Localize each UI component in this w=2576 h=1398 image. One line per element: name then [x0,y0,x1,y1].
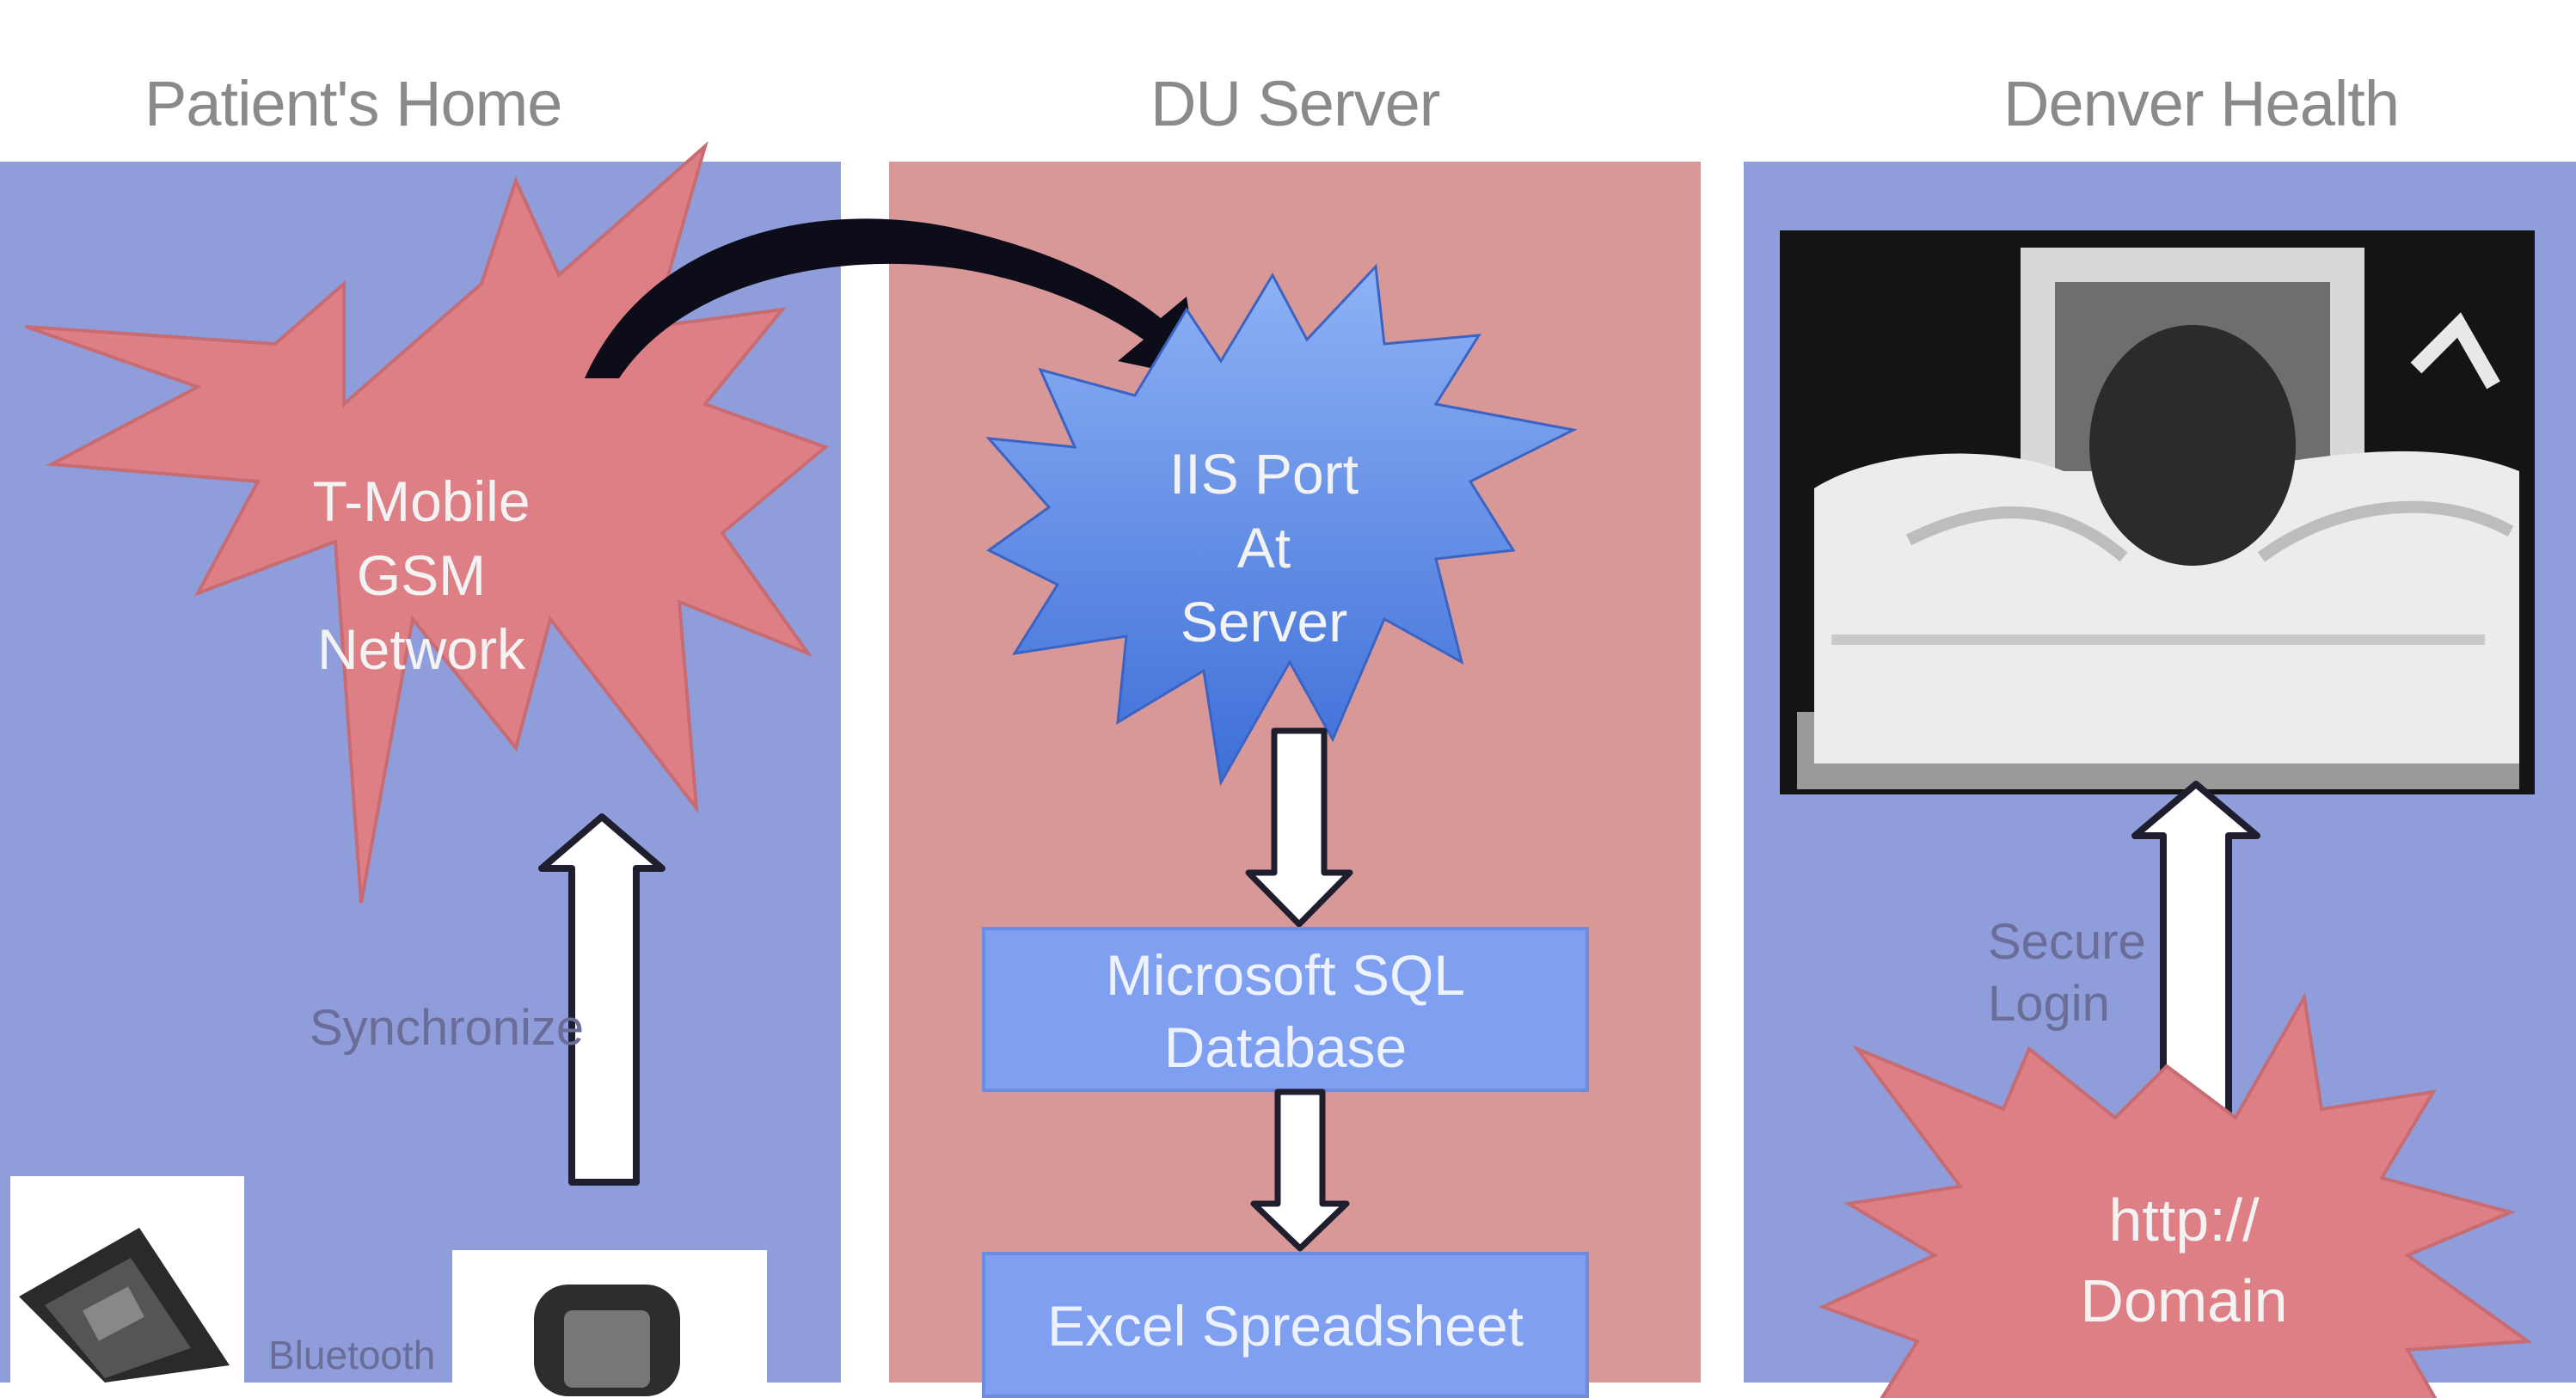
network-label-line3: Network [316,617,526,681]
iis-label-line3: Server [1180,590,1348,653]
secure-login-line2: Login [1988,976,2110,1032]
domain-label-line2: Domain [2080,1267,2288,1334]
excel-label-line1: Excel Spreadsheet [1046,1294,1524,1358]
iis-label-line1: IIS Port [1168,442,1359,506]
phone-device-image [452,1250,767,1396]
network-label-line2: GSM [356,543,487,607]
scale-device-image [10,1176,244,1383]
column-title-patients-home: Patient's Home [144,68,562,139]
network-label-line1: T-Mobile [312,469,531,533]
domain-label-line1: http:// [2108,1186,2260,1254]
iis-label-line2: At [1236,516,1291,579]
db-label-line1: Microsoft SQL [1105,943,1466,1007]
clinician-photo [1780,230,2535,794]
db-label-line2: Database [1163,1015,1408,1079]
sync-label: Synchronize [310,1000,585,1056]
bluetooth-label: Bluetooth [268,1333,436,1377]
column-title-denver-health: Denver Health [2003,68,2400,139]
column-title-du-server: DU Server [1150,68,1440,139]
secure-login-line1: Secure [1988,914,2146,970]
sql-database-box: Microsoft SQL Database [982,927,1589,1092]
